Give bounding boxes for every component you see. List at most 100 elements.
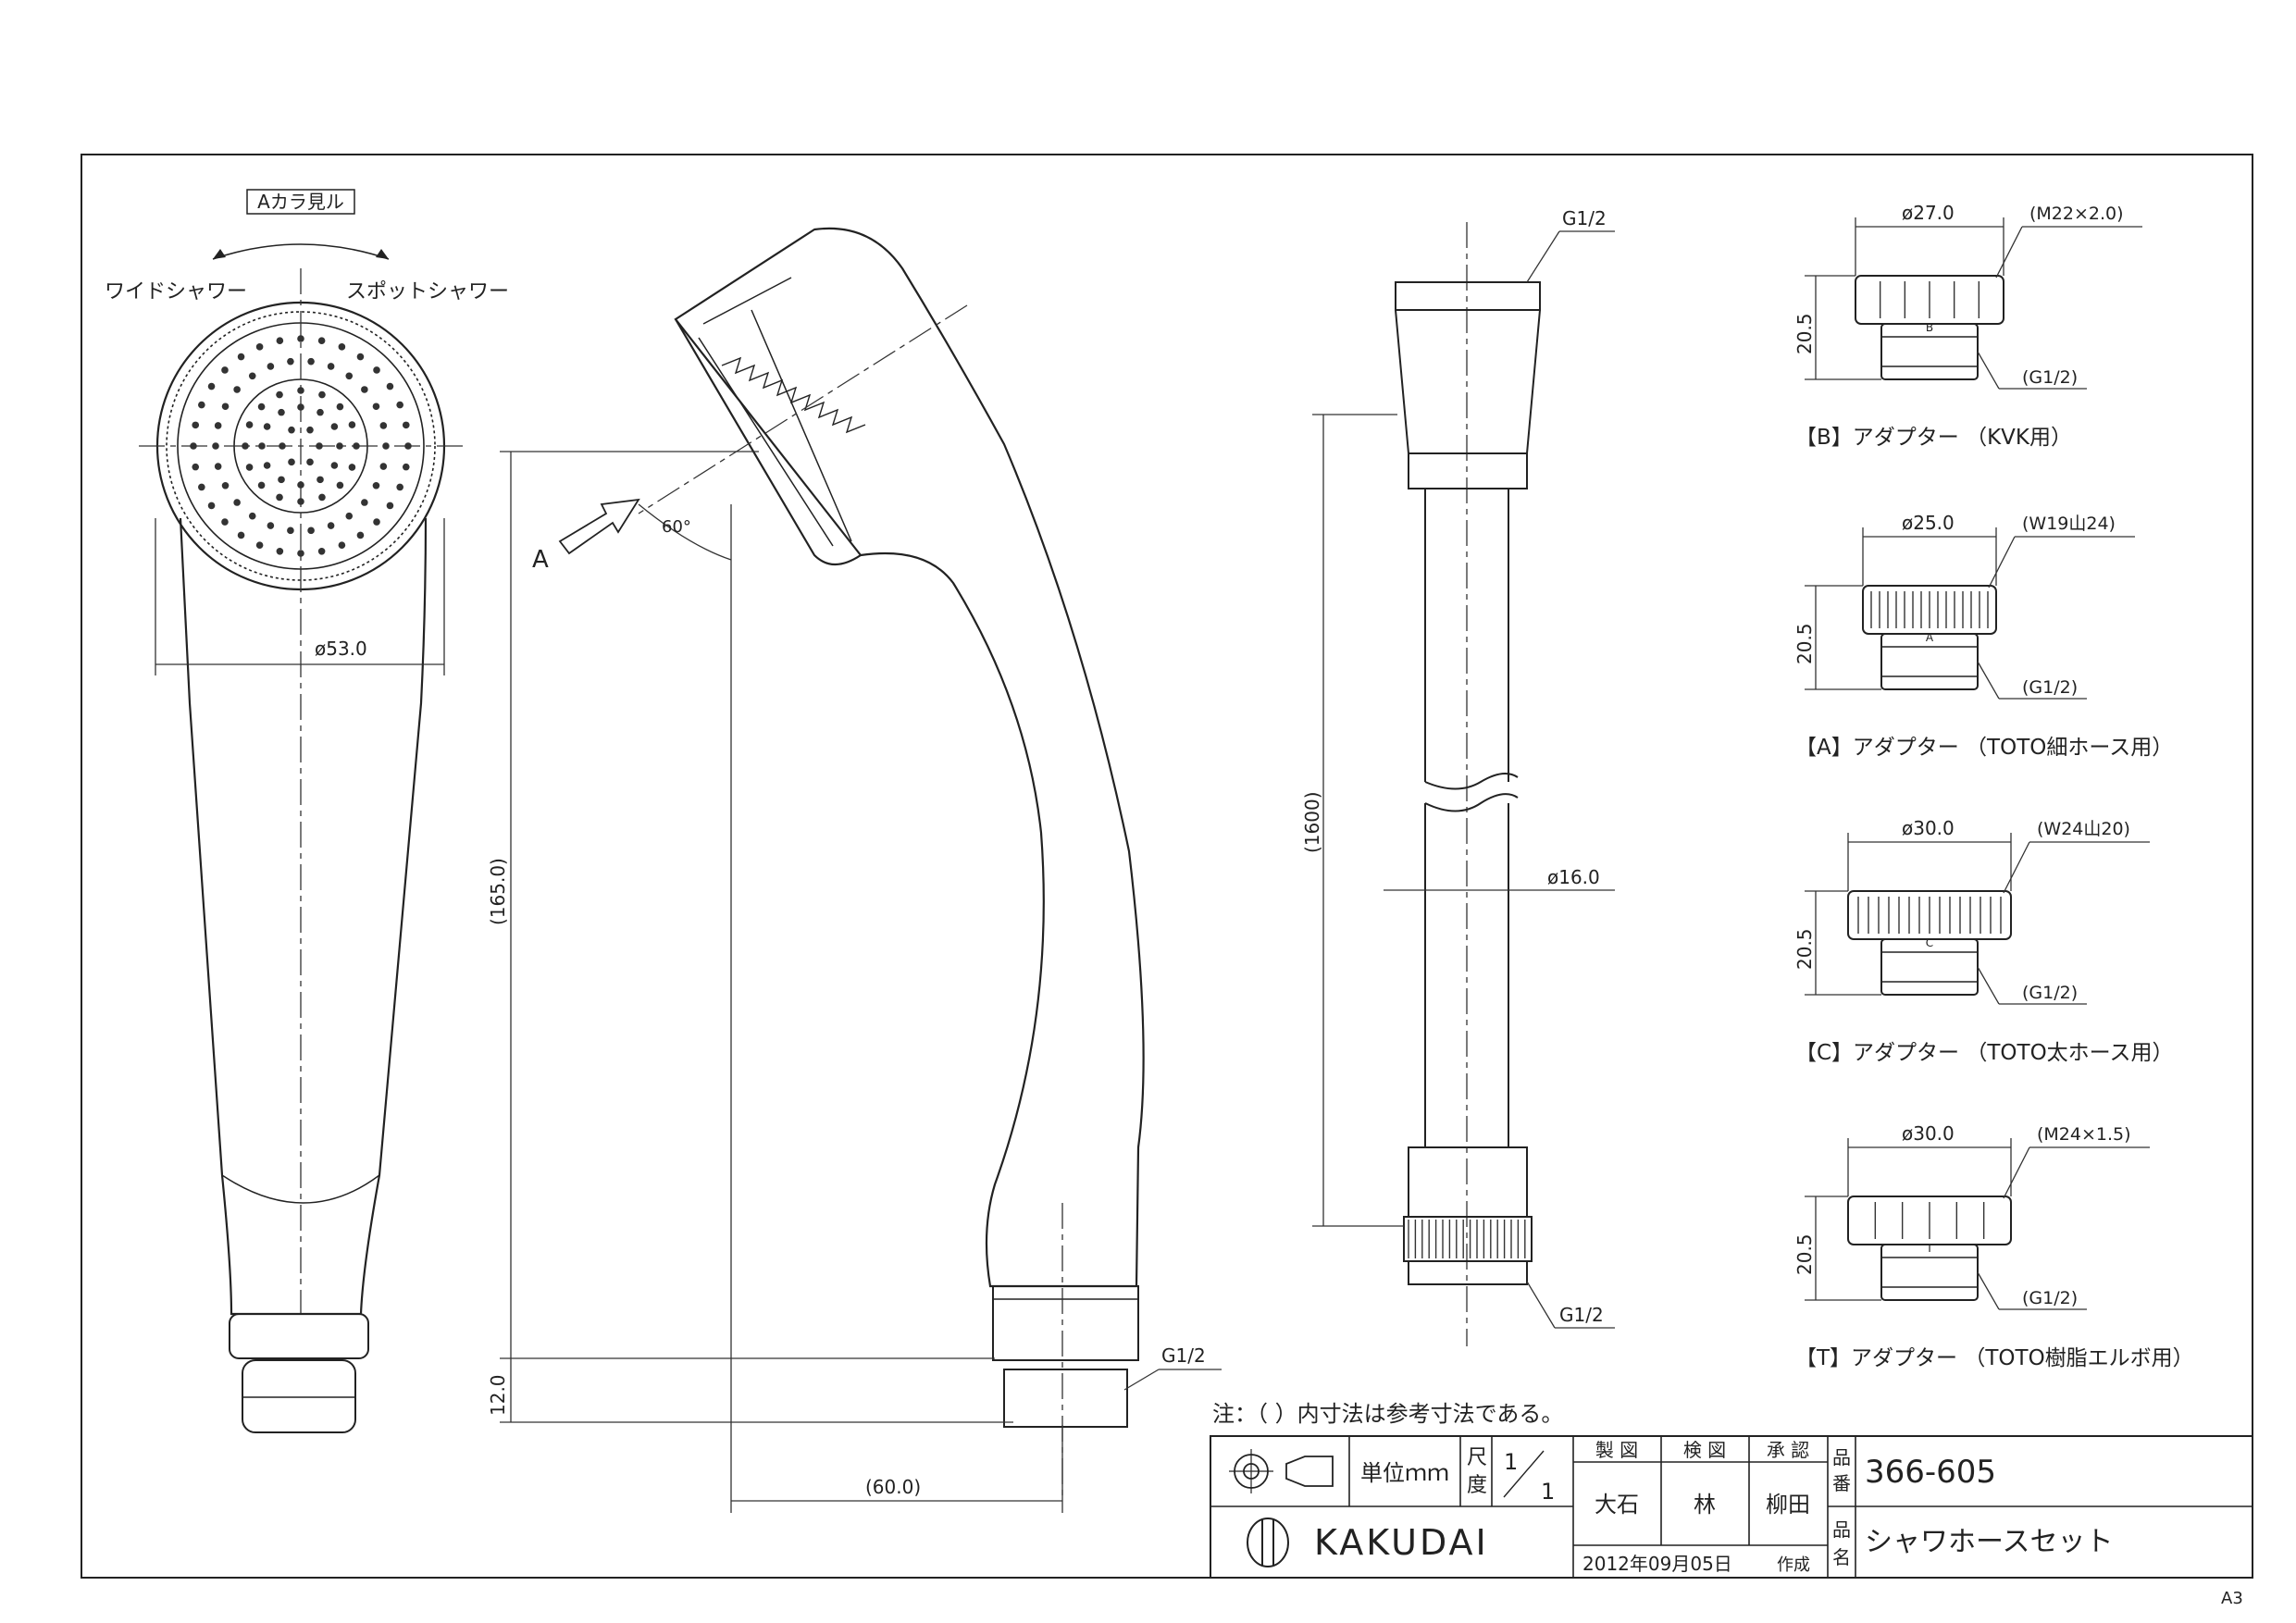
nozzle-hole (276, 493, 283, 502)
side-ribs (721, 356, 866, 434)
adapter-title: 【C】アダプター （TOTO太ホース用） (1795, 1041, 2174, 1065)
length-label: (165.0) (487, 858, 509, 925)
adapter-dia-label: ø25.0 (1902, 512, 1955, 534)
nozzle-hole (276, 390, 283, 399)
nozzle-hole (336, 442, 343, 450)
nozzle-hole (207, 382, 216, 390)
nozzle-hole (237, 531, 245, 539)
side-ring (992, 1285, 1139, 1361)
projection-symbol-cone (1285, 1456, 1334, 1487)
nozzle-hole (245, 464, 254, 471)
part-no: 366-605 (1865, 1454, 1996, 1491)
nozzle-hole (221, 518, 229, 526)
part-name: シャワホースセット (1865, 1526, 2114, 1558)
spray-axis (638, 304, 968, 514)
offset-label: (60.0) (865, 1476, 921, 1498)
scale-slash (1503, 1450, 1545, 1498)
adapter-g-leader (1977, 966, 2000, 1005)
part-no-label-1: 品 (1832, 1446, 1851, 1468)
nozzle-hole (402, 421, 410, 429)
adapter-g-label: (G1/2) (2022, 677, 2078, 698)
nozzle-hole (345, 372, 354, 380)
nozzle-hole (221, 403, 230, 411)
hose-len-label: (1600) (1301, 791, 1323, 853)
hose-break (1424, 773, 1519, 812)
nozzle-hole (306, 458, 314, 466)
nozzle-hole (267, 522, 275, 529)
adapter-g-label: (G1/2) (2022, 983, 2078, 1003)
nozzle-hole (307, 527, 315, 535)
adapter-thread-leader (1988, 536, 2016, 588)
nozzle-hole (345, 512, 354, 520)
brand-name: KAKUDAI (1314, 1522, 1489, 1563)
adapter-dia-label: ø30.0 (1902, 817, 1955, 839)
adapter-title: 【T】アダプター （TOTO樹脂エルボ用） (1795, 1346, 2194, 1370)
checked-by-label: 検 図 (1683, 1439, 1726, 1461)
nozzle-hole (288, 458, 295, 466)
nozzle-hole (276, 337, 284, 345)
side-face-lines (698, 277, 852, 547)
spot-shower-label: スポットシャワー (346, 280, 509, 304)
nozzle-hole (245, 421, 254, 428)
nozzle-hole (372, 403, 380, 411)
nozzle-hole (233, 386, 241, 393)
nozzle-hole (336, 481, 344, 489)
nozzle-hole (278, 408, 285, 416)
nozzle-hole (373, 366, 380, 374)
nozzles (190, 335, 412, 557)
nozzle-hole (288, 426, 295, 434)
nozzle-hole (316, 408, 324, 416)
nozzle-hole (396, 483, 403, 491)
adapter-dia-label: ø30.0 (1902, 1122, 1955, 1145)
nozzle-hole (330, 423, 339, 430)
hose-top-label: G1/2 (1562, 207, 1607, 229)
handle-connector (242, 1359, 356, 1433)
nozzle-hole (214, 422, 222, 429)
rotate-arrowheads (213, 249, 389, 259)
hose-top-leader (1526, 230, 1560, 283)
rotate-arrow (212, 243, 390, 260)
nozzle-hole (248, 512, 256, 520)
adapter-height-label: 20.5 (1793, 1233, 1816, 1275)
arrow-a-label: A (532, 546, 549, 574)
adapter-thread-leader (1995, 226, 2023, 279)
adapter-thread-leader (2003, 1146, 2030, 1199)
nozzle-hole (276, 547, 284, 555)
nozzle-hole (348, 421, 356, 428)
unit-label: 単位ｍｍ (1360, 1460, 1449, 1486)
name-label-2: 名 (1832, 1546, 1851, 1568)
nozzle-hole (379, 422, 388, 429)
adapter-g-leader (1977, 351, 2000, 390)
approved-by: 柳田 (1766, 1492, 1810, 1518)
adapter-g-leader (1977, 1271, 2000, 1310)
name-label-1: 品 (1832, 1518, 1851, 1541)
hose-view: G1/2 G1/2 (1600) ø16.0 (1301, 207, 1615, 1346)
nozzle-hole (361, 386, 368, 393)
side-connector (1003, 1369, 1128, 1428)
nozzle-hole (255, 541, 264, 549)
wide-shower-label: ワイドシャワー (105, 280, 247, 304)
adapter-mark: C (1926, 936, 1933, 949)
adapter-height-label: 20.5 (1793, 928, 1816, 970)
nozzle-hole (278, 476, 285, 484)
nozzle-hole (356, 531, 365, 539)
view-a-label: Aカラ見ル (257, 191, 344, 213)
nozzle-hole (297, 550, 304, 557)
adapter-mark: B (1926, 321, 1933, 334)
nozzle-hole (386, 502, 394, 510)
hose-bottom-nut (1403, 1216, 1533, 1262)
nozzle-hole (287, 357, 294, 365)
adapter-thread-label: (M22×2.0) (2029, 204, 2124, 224)
nozzle-hole (356, 353, 365, 361)
approved-by-label: 承 認 (1767, 1439, 1809, 1461)
head-knurl (166, 311, 436, 581)
nozzle-hole (221, 481, 230, 489)
drawing-frame (81, 154, 2253, 1579)
nozzle-hole (306, 426, 314, 434)
hose-lower (1424, 803, 1509, 1147)
made-label: 作成 (1777, 1555, 1810, 1575)
note: 注：（ ）内寸法は参考寸法である。 (1212, 1401, 1563, 1427)
